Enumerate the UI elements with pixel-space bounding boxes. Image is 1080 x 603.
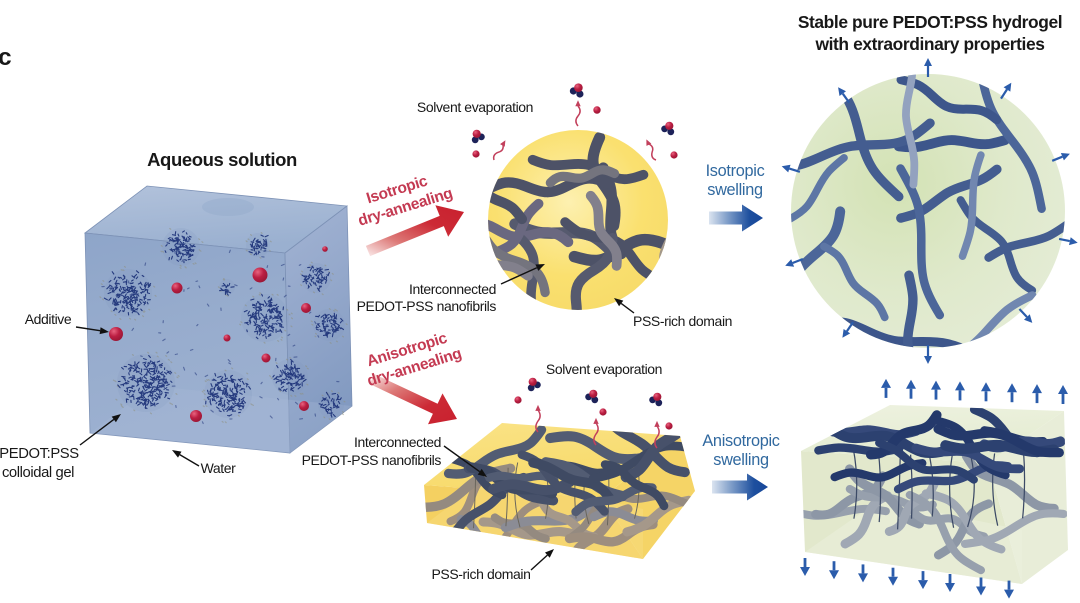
svg-text:PEDOT:PSS: PEDOT:PSS	[0, 446, 79, 462]
svg-text:Solvent evaporation: Solvent evaporation	[417, 99, 533, 115]
svg-text:Additive: Additive	[25, 311, 72, 327]
svg-text:Solvent evaporation: Solvent evaporation	[546, 361, 662, 377]
svg-text:with extraordinary properties: with extraordinary properties	[814, 34, 1044, 54]
svg-text:Aqueous solution: Aqueous solution	[147, 149, 297, 170]
svg-text:PSS-rich domain: PSS-rich domain	[633, 313, 732, 329]
svg-text:Stable pure PEDOT:PSS hydrogel: Stable pure PEDOT:PSS hydrogel	[798, 12, 1062, 32]
svg-text:Interconnected: Interconnected	[409, 281, 496, 297]
svg-text:colloidal gel: colloidal gel	[2, 465, 74, 481]
svg-text:swelling: swelling	[707, 181, 763, 199]
svg-text:c: c	[0, 44, 11, 71]
svg-text:Interconnected: Interconnected	[354, 434, 441, 450]
svg-text:Isotropic: Isotropic	[706, 162, 765, 180]
svg-text:PEDOT-PSS nanofibrils: PEDOT-PSS nanofibrils	[302, 452, 442, 468]
svg-text:PEDOT-PSS nanofibrils: PEDOT-PSS nanofibrils	[357, 298, 497, 314]
svg-text:PSS-rich domain: PSS-rich domain	[431, 566, 530, 582]
svg-text:Anisotropic: Anisotropic	[702, 432, 779, 450]
svg-text:Water: Water	[201, 460, 237, 476]
svg-text:swelling: swelling	[713, 451, 769, 469]
